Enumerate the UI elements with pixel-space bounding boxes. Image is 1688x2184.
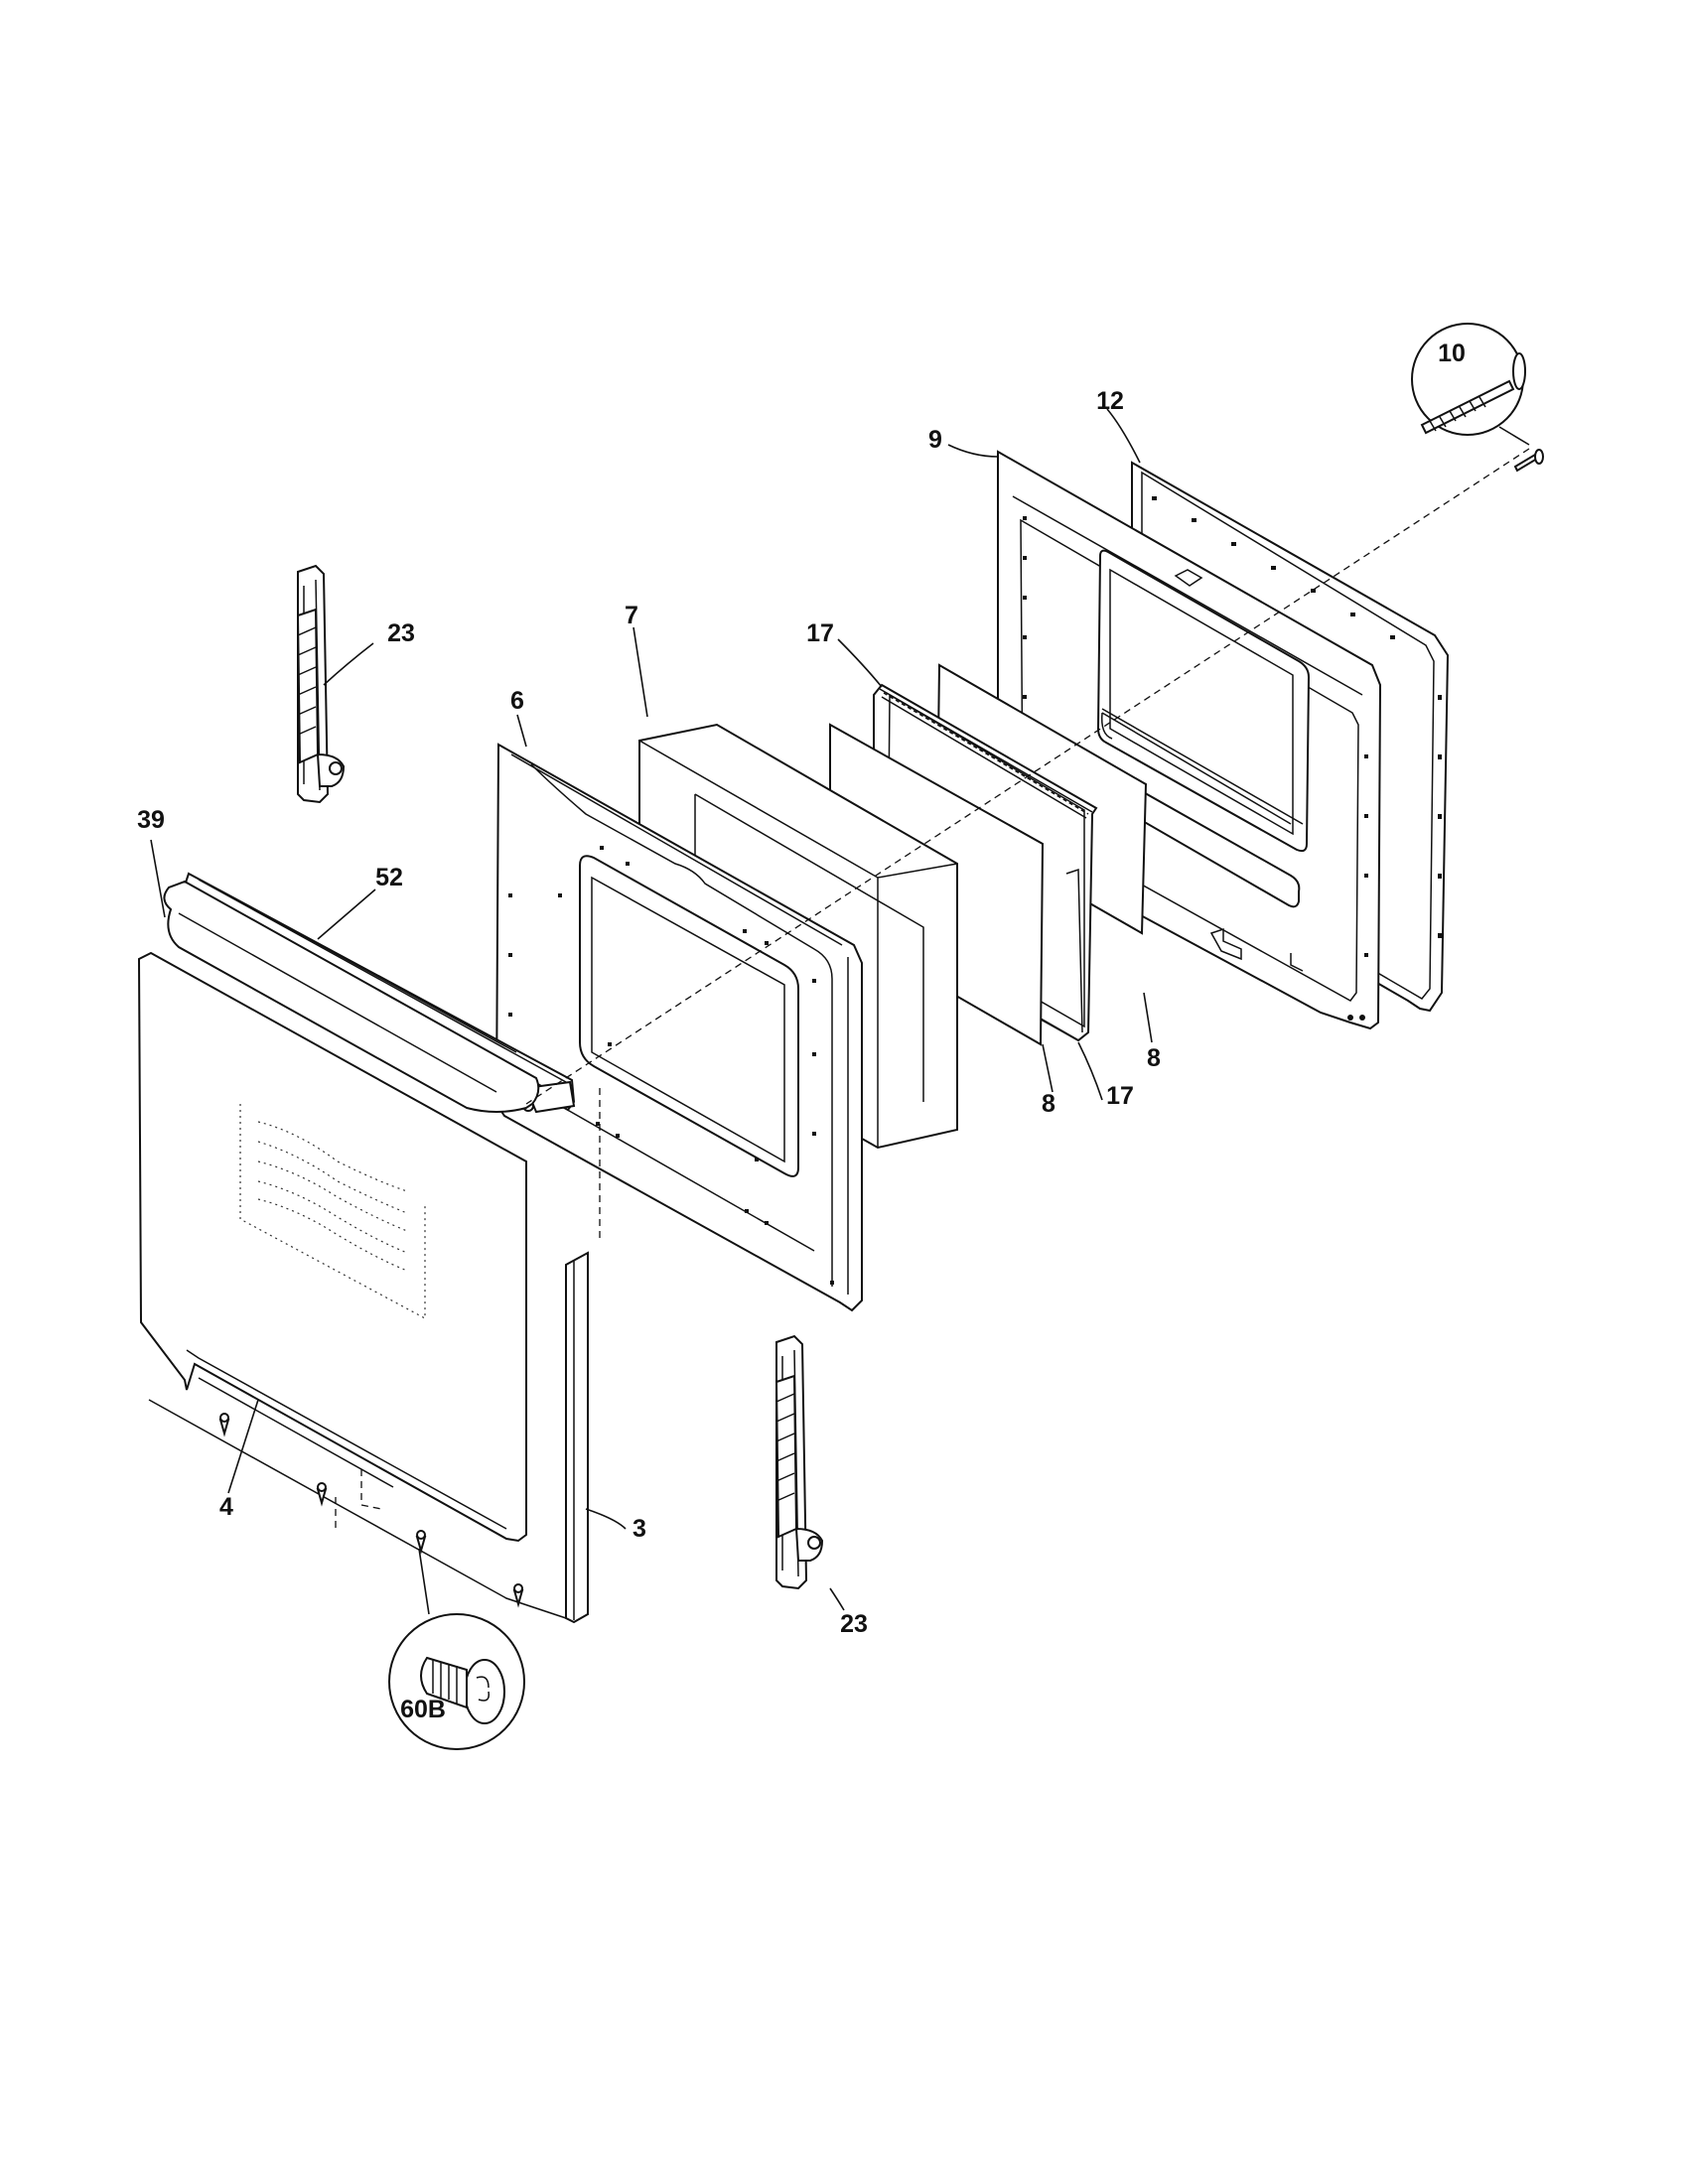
leader-lines	[150, 408, 1153, 1611]
label-part-39: 39	[137, 806, 165, 834]
label-part-3: 3	[633, 1515, 646, 1543]
label-part-9: 9	[928, 426, 942, 454]
callout-labels: 12 9 10 23 7 17 6 39 52 8 8 17 4 3 23 60…	[137, 340, 1466, 1723]
part-23-door-hinge-bottom	[774, 1334, 824, 1590]
door-screws	[218, 1413, 524, 1608]
label-part-12: 12	[1096, 387, 1124, 415]
label-part-8-right: 8	[1147, 1044, 1161, 1072]
label-part-23-bottom: 23	[840, 1610, 868, 1638]
label-part-17-top: 17	[806, 619, 834, 647]
label-part-17-bottom: 17	[1106, 1082, 1134, 1110]
label-part-7: 7	[625, 602, 638, 629]
label-part-4: 4	[219, 1493, 233, 1521]
part-3-door-side-trim	[148, 1251, 589, 1624]
part-60b-screw-detail	[388, 1548, 525, 1750]
part-6-inner-door-panel	[494, 743, 863, 1312]
label-part-6: 6	[510, 687, 524, 715]
part-39-door-handle	[163, 880, 540, 1113]
part-10-screw-detail	[1411, 323, 1544, 473]
label-part-10: 10	[1438, 340, 1466, 367]
label-part-52: 52	[375, 864, 403, 891]
part-10-screw	[1513, 449, 1544, 473]
label-part-23-top: 23	[387, 619, 415, 647]
part-23-door-hinge-top	[296, 564, 346, 804]
part-4-outer-door-panel	[137, 951, 527, 1543]
label-part-8-mid: 8	[1042, 1090, 1055, 1118]
alignment-lines	[335, 448, 1530, 1529]
label-part-60b: 60B	[400, 1696, 446, 1723]
logo-dotted-pattern	[239, 1104, 426, 1320]
